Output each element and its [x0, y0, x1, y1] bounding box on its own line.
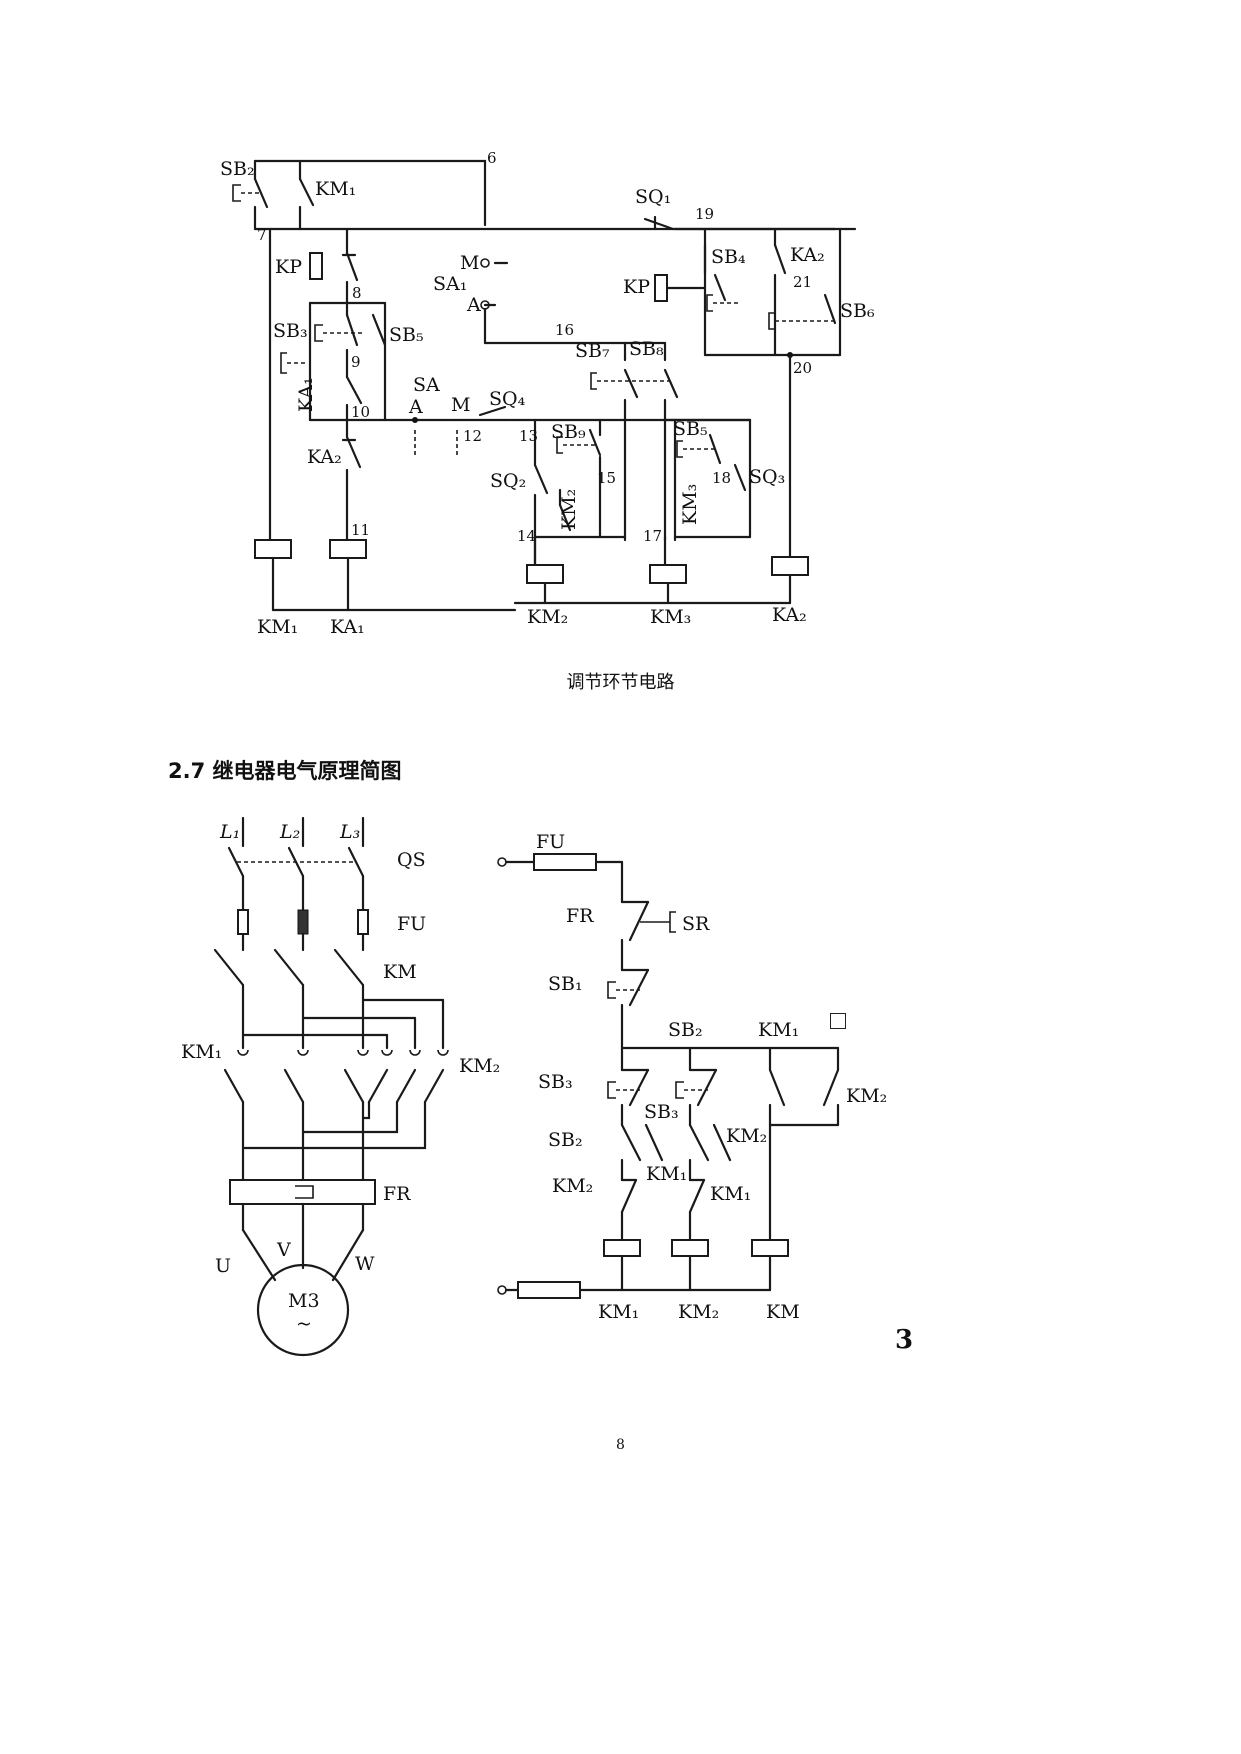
label-sa-mid: SA	[413, 374, 440, 396]
label-node-11: 11	[351, 521, 370, 539]
label-sb5: SB₅	[389, 324, 424, 346]
label-km2-contact: KM₂	[558, 489, 580, 530]
label-ctrl-fr: FR	[566, 905, 594, 927]
label-km1: KM₁	[181, 1041, 222, 1063]
label-ctrl-km2-mid: KM₂	[726, 1125, 767, 1147]
label-sb8: SB₈	[629, 338, 664, 360]
label-km2: KM₂	[459, 1055, 500, 1077]
label-ctrl-km2-lower: KM₂	[552, 1175, 593, 1197]
label-ctrl-km1-top: KM₁	[758, 1019, 799, 1041]
label-node-10: 10	[351, 403, 370, 421]
label-l2: L₂	[279, 821, 300, 843]
main-power-circuit-diagram: M3 ~ L₁ L₂ L₃ QS FU KM KM₁ KM₂ FR U V W	[181, 816, 500, 1357]
label-sb4: SB₄	[711, 246, 746, 268]
label-sb-right: SB₅	[673, 418, 708, 440]
label-sb3: SB₃	[273, 320, 308, 342]
label-sb6: SB₆	[840, 300, 875, 322]
label-ctrl-sr: SR	[682, 913, 710, 935]
label-node-16: 16	[555, 321, 574, 339]
label-node-21: 21	[793, 273, 812, 291]
label-ctrl-km2-right: KM₂	[846, 1085, 887, 1107]
label-node-15: 15	[597, 469, 616, 487]
label-ctrl-sb3: SB₃	[538, 1071, 573, 1093]
control-circuit-diagram: FU FR SR SB₁ SB₂ KM₁ KM₂ SB₃ SB₃ KM₂ SB₂…	[497, 831, 887, 1323]
label-m: M	[460, 252, 479, 274]
label-km1-contact: KM₁	[315, 178, 356, 200]
label-ctrl-sb2-top: SB₂	[668, 1019, 703, 1041]
label-km: KM	[383, 961, 417, 983]
label-node-14: 14	[517, 527, 536, 545]
label-km3-contact: KM₃	[679, 484, 701, 525]
label-w: W	[355, 1253, 375, 1275]
label-kp-left: KP	[275, 256, 302, 278]
label-coil-ka1: KA₁	[330, 616, 365, 638]
label-ctrl-sb1: SB₁	[548, 973, 583, 995]
label-sq1: SQ₁	[635, 186, 671, 208]
label-sq3: SQ₃	[749, 466, 785, 488]
side-number: 3	[895, 1325, 914, 1355]
label-a-mid: A	[408, 396, 423, 418]
section-heading: 2.7 继电器电气原理简图	[168, 759, 402, 783]
motor-label: M3	[288, 1290, 320, 1312]
label-node-12: 12	[463, 427, 482, 445]
label-sb7: SB₇	[575, 340, 610, 362]
label-ctrl-sb3b: SB₃	[644, 1101, 679, 1123]
label-ka1-contact: KA₁	[295, 377, 317, 412]
label-sq4: SQ₄	[489, 388, 526, 410]
label-ka2-top: KA₂	[790, 244, 825, 266]
label-sb9: SB₉	[551, 421, 586, 443]
label-node-6: 6	[487, 149, 497, 167]
label-ctrl-km1-mid: KM₁	[646, 1163, 687, 1185]
regulation-circuit-diagram: SB₂ KM₁ 6 7 SQ₁ 19 KP M SA₁ A KP SB₄ KA₂…	[220, 149, 875, 638]
label-ctrl-fu: FU	[536, 831, 565, 853]
label-coil-km1-b: KM₁	[598, 1301, 639, 1323]
label-u: U	[215, 1255, 231, 1277]
label-sa1: SA₁	[433, 273, 467, 295]
label-coil-km-b: KM	[766, 1301, 800, 1323]
page-number: 8	[616, 1437, 625, 1453]
label-node-19: 19	[695, 205, 714, 223]
label-node-18: 18	[712, 469, 731, 487]
label-coil-ka2: KA₂	[772, 604, 807, 626]
label-l3: L₃	[339, 821, 360, 843]
label-coil-km3: KM₃	[650, 606, 691, 628]
label-v: V	[276, 1239, 291, 1261]
label-fu: FU	[397, 913, 426, 935]
label-ka2-mid: KA₂	[307, 446, 342, 468]
label-coil-km2-b: KM₂	[678, 1301, 719, 1323]
label-fr: FR	[383, 1183, 411, 1205]
motor-symbol: ~	[296, 1313, 312, 1335]
label-node-13: 13	[519, 427, 538, 445]
label-a: A	[466, 294, 481, 316]
label-coil-km1: KM₁	[257, 616, 298, 638]
label-l1: L₁	[219, 821, 240, 843]
label-node-17: 17	[643, 527, 662, 545]
label-node-8: 8	[352, 284, 362, 302]
figure1-caption: 调节环节电路	[566, 672, 675, 693]
label-sb2: SB₂	[220, 158, 255, 180]
label-node-9: 9	[351, 353, 361, 371]
label-coil-km2: KM₂	[527, 606, 568, 628]
label-sq2: SQ₂	[490, 470, 526, 492]
label-node-7: 7	[257, 226, 267, 244]
label-ctrl-sb2: SB₂	[548, 1129, 583, 1151]
label-m-mid: M	[451, 394, 470, 416]
label-node-20: 20	[793, 359, 812, 377]
label-qs: QS	[397, 849, 426, 871]
label-ctrl-km1-lower: KM₁	[710, 1183, 751, 1205]
label-kp-right: KP	[623, 276, 650, 298]
empty-checkbox-glyph	[830, 1013, 846, 1029]
